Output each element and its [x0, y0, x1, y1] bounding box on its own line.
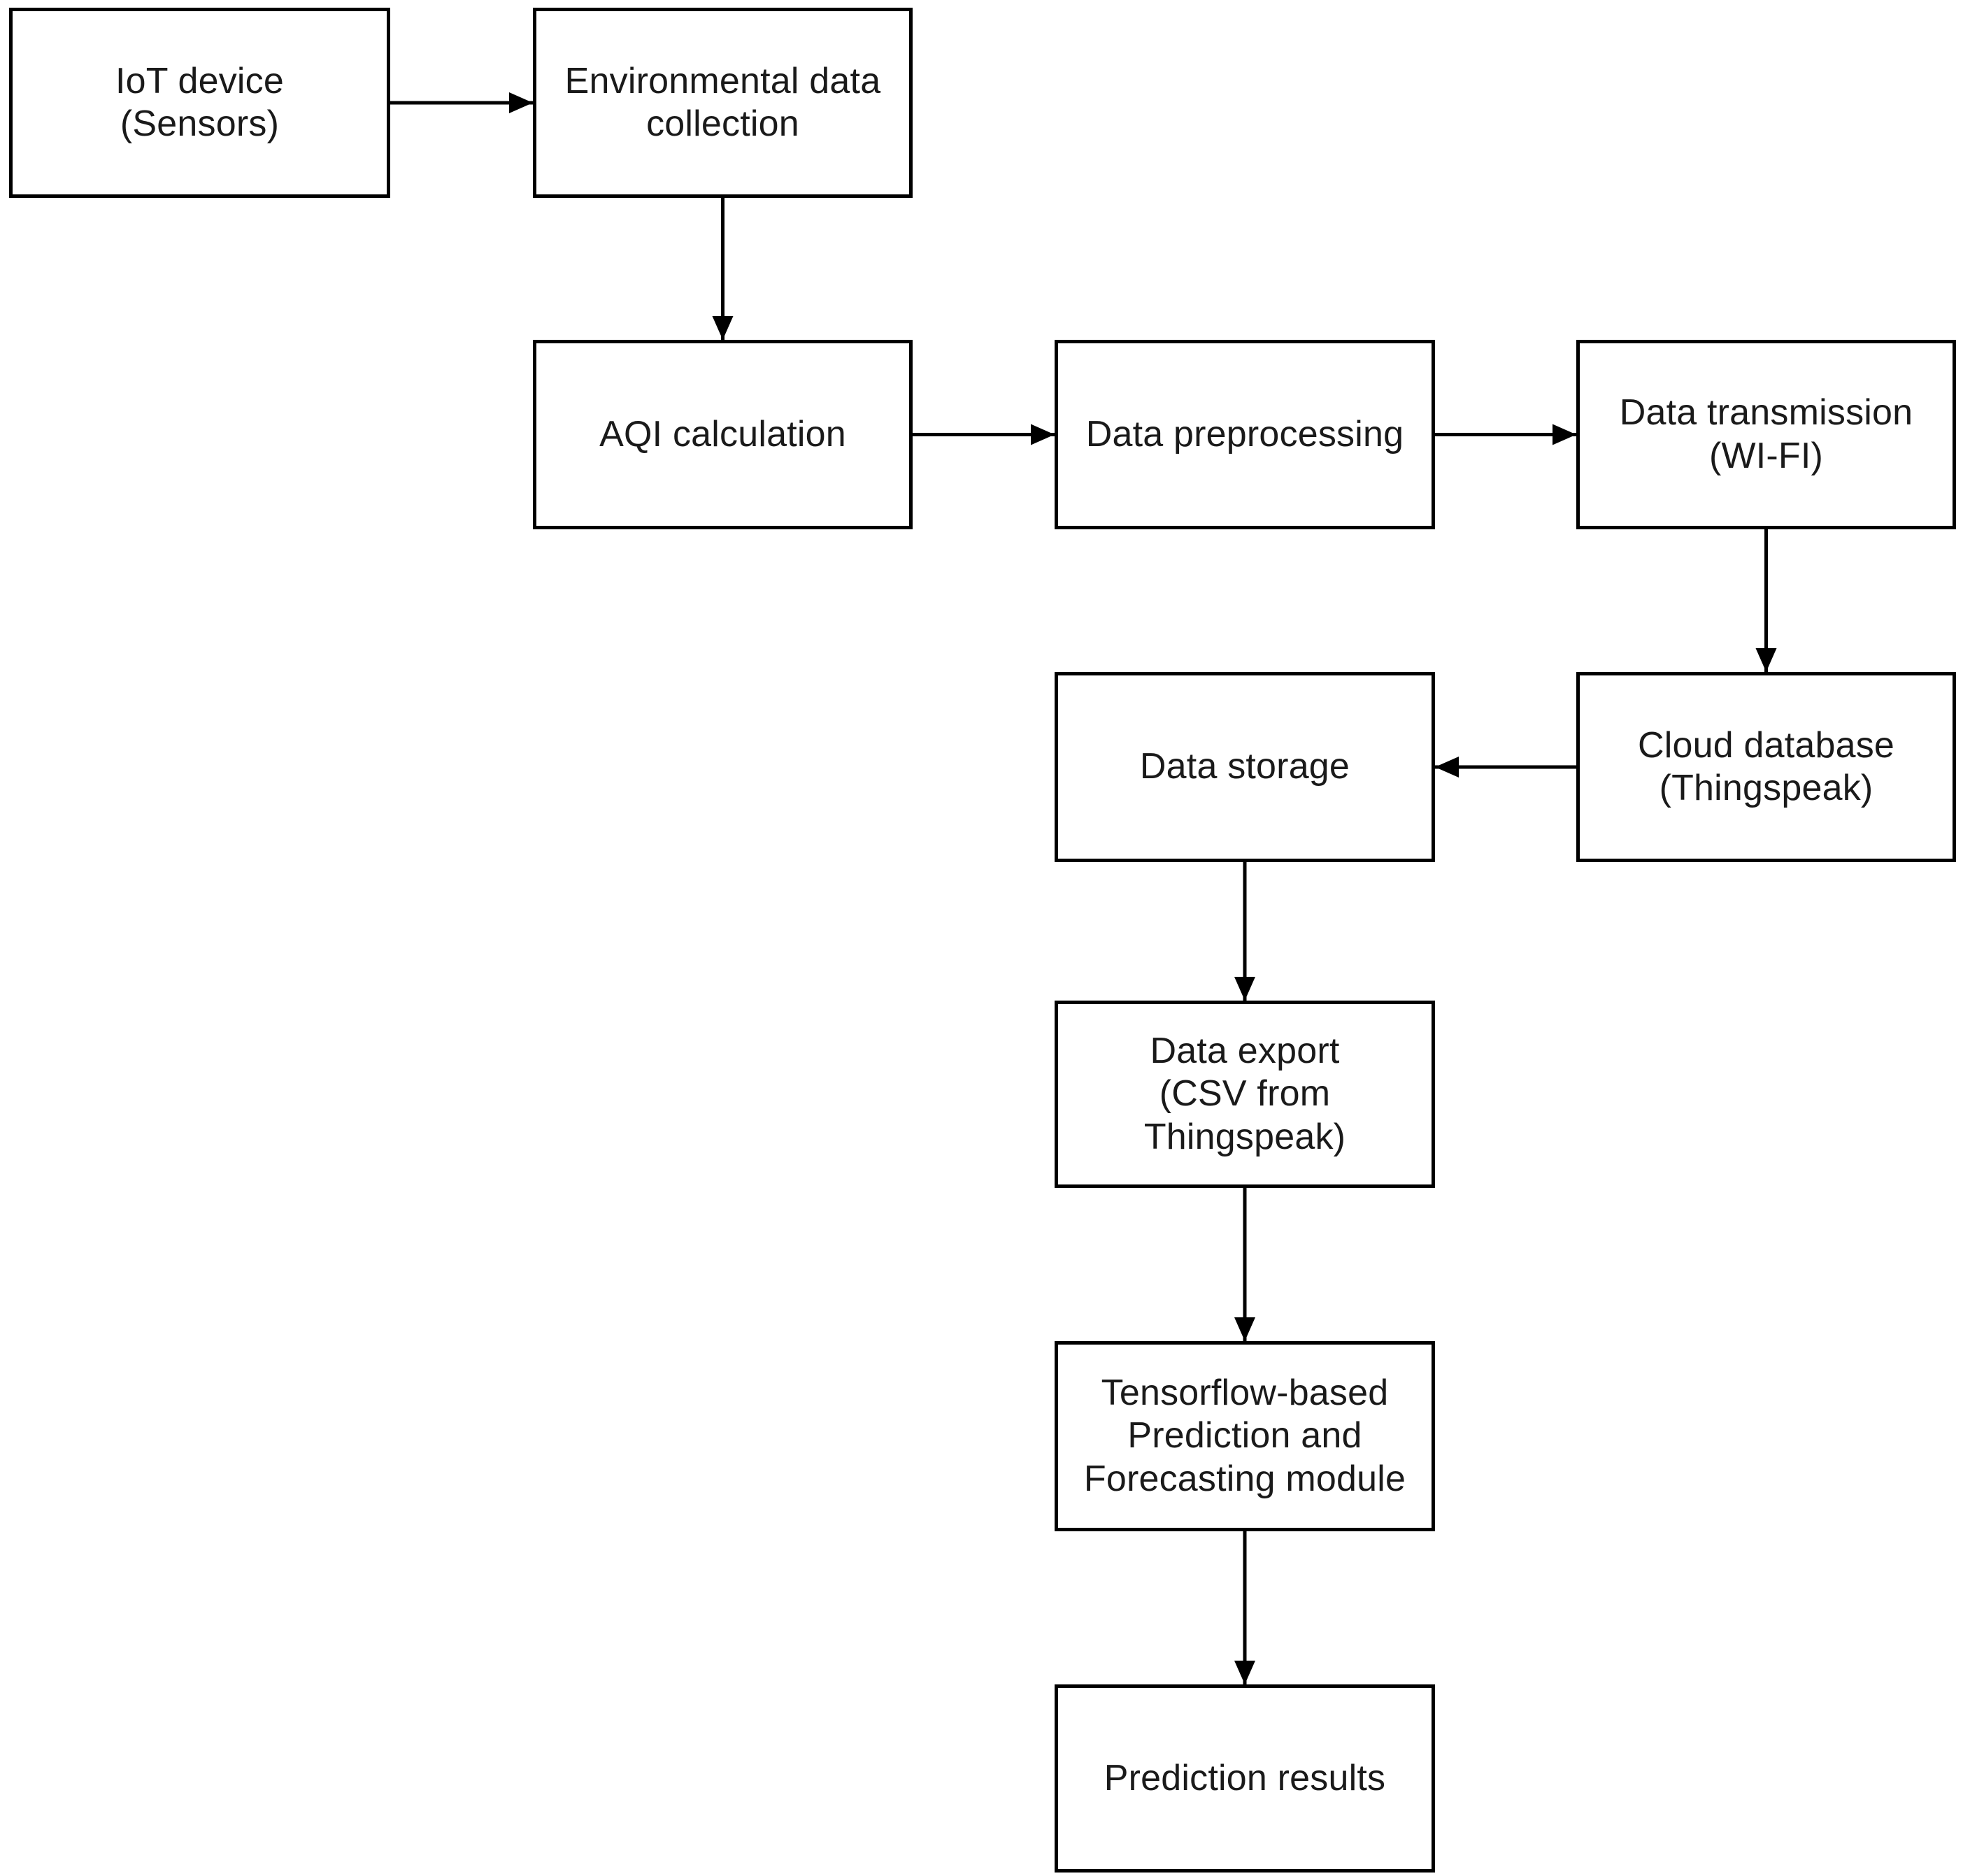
node-label-prediction-results: Prediction results	[1104, 1757, 1386, 1798]
node-label-data-transmission: Data transmission (WI-FI)	[1619, 392, 1913, 476]
arrowhead-e6	[1435, 757, 1459, 778]
node-label-iot-device: IoT device (Sensors)	[115, 60, 284, 144]
node-data-export[interactable]: Data export (CSV from Thingspeak)	[1055, 1001, 1435, 1188]
arrowhead-e5	[1755, 648, 1777, 672]
arrowhead-e7	[1234, 977, 1255, 1001]
arrowhead-e4	[1553, 424, 1576, 445]
node-aqi-calculation[interactable]: AQI calculation	[533, 340, 913, 529]
node-prediction-module[interactable]: Tensorflow-based Prediction and Forecast…	[1055, 1341, 1435, 1531]
arrowhead-e9	[1234, 1661, 1255, 1684]
node-iot-device[interactable]: IoT device (Sensors)	[9, 8, 390, 198]
arrowhead-e2	[712, 316, 734, 340]
node-data-preprocessing[interactable]: Data preprocessing	[1055, 340, 1435, 529]
node-label-data-preprocessing: Data preprocessing	[1085, 413, 1404, 454]
node-label-environmental-data-collection: Environmental data collection	[564, 60, 881, 144]
node-label-cloud-database: Cloud database (Thingspeak)	[1637, 724, 1895, 808]
arrowhead-e3	[1031, 424, 1055, 445]
node-label-prediction-module: Tensorflow-based Prediction and Forecast…	[1083, 1372, 1406, 1499]
node-cloud-database[interactable]: Cloud database (Thingspeak)	[1576, 672, 1956, 862]
node-label-aqi-calculation: AQI calculation	[599, 413, 846, 454]
node-label-data-export: Data export (CSV from Thingspeak)	[1143, 1030, 1346, 1157]
node-data-storage[interactable]: Data storage	[1055, 672, 1435, 862]
node-prediction-results[interactable]: Prediction results	[1055, 1684, 1435, 1873]
arrowhead-e8	[1234, 1317, 1255, 1341]
arrowhead-e1	[509, 92, 533, 113]
node-label-data-storage: Data storage	[1139, 746, 1350, 787]
node-data-transmission[interactable]: Data transmission (WI-FI)	[1576, 340, 1956, 529]
node-environmental-data-collection[interactable]: Environmental data collection	[533, 8, 913, 198]
